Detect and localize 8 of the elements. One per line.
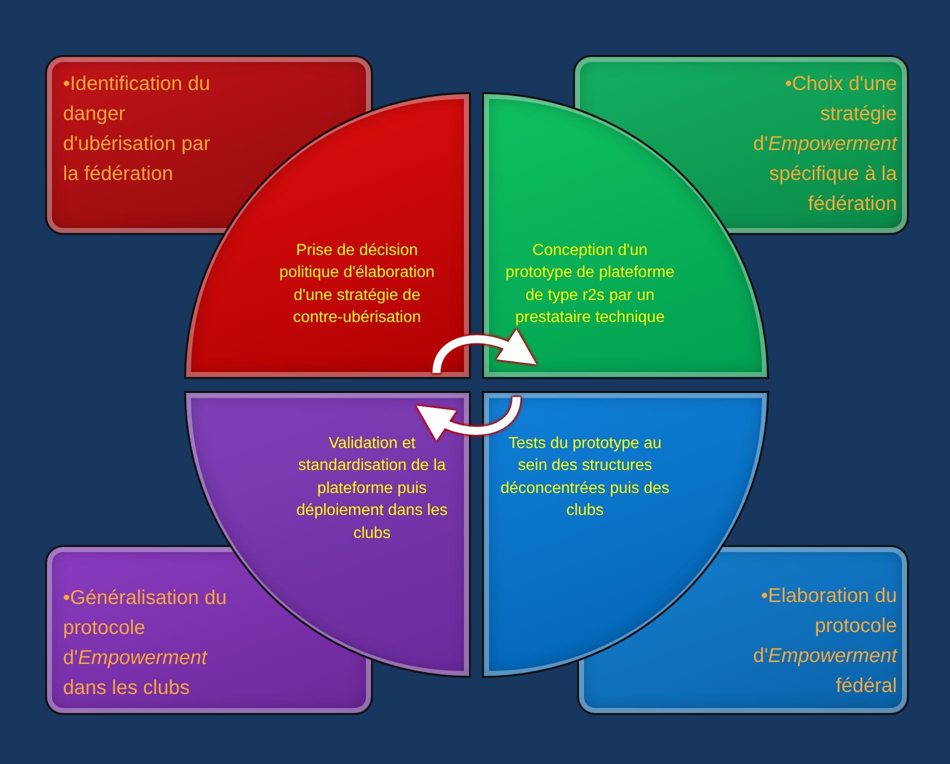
box-text: •Identification du danger d'ubérisation par la fédération <box>63 72 212 187</box>
segment-text: Conception d'un prototype de plateforme de type r2s par un prestataire technique <box>504 241 676 328</box>
box-text: •Généralisation du protocole d'Empowerment dans les clubs <box>63 586 228 701</box>
segment-text: Prise de décision politique d'élaboration d'une stratégie de contre-ubérisation <box>278 241 436 328</box>
box-text: •Choix d'une stratégie d'Empowerment spécifique à la fédération <box>752 72 897 217</box>
box-text: •Elaboration du protocole d'Empowerment fédéral <box>752 584 897 699</box>
segment-text: Validation et standardisation de la plateforme puis déploiement dans les clubs <box>295 434 449 544</box>
segment-text: Tests du prototype au sein des structures déconcentrées puis des clubs <box>500 434 670 522</box>
